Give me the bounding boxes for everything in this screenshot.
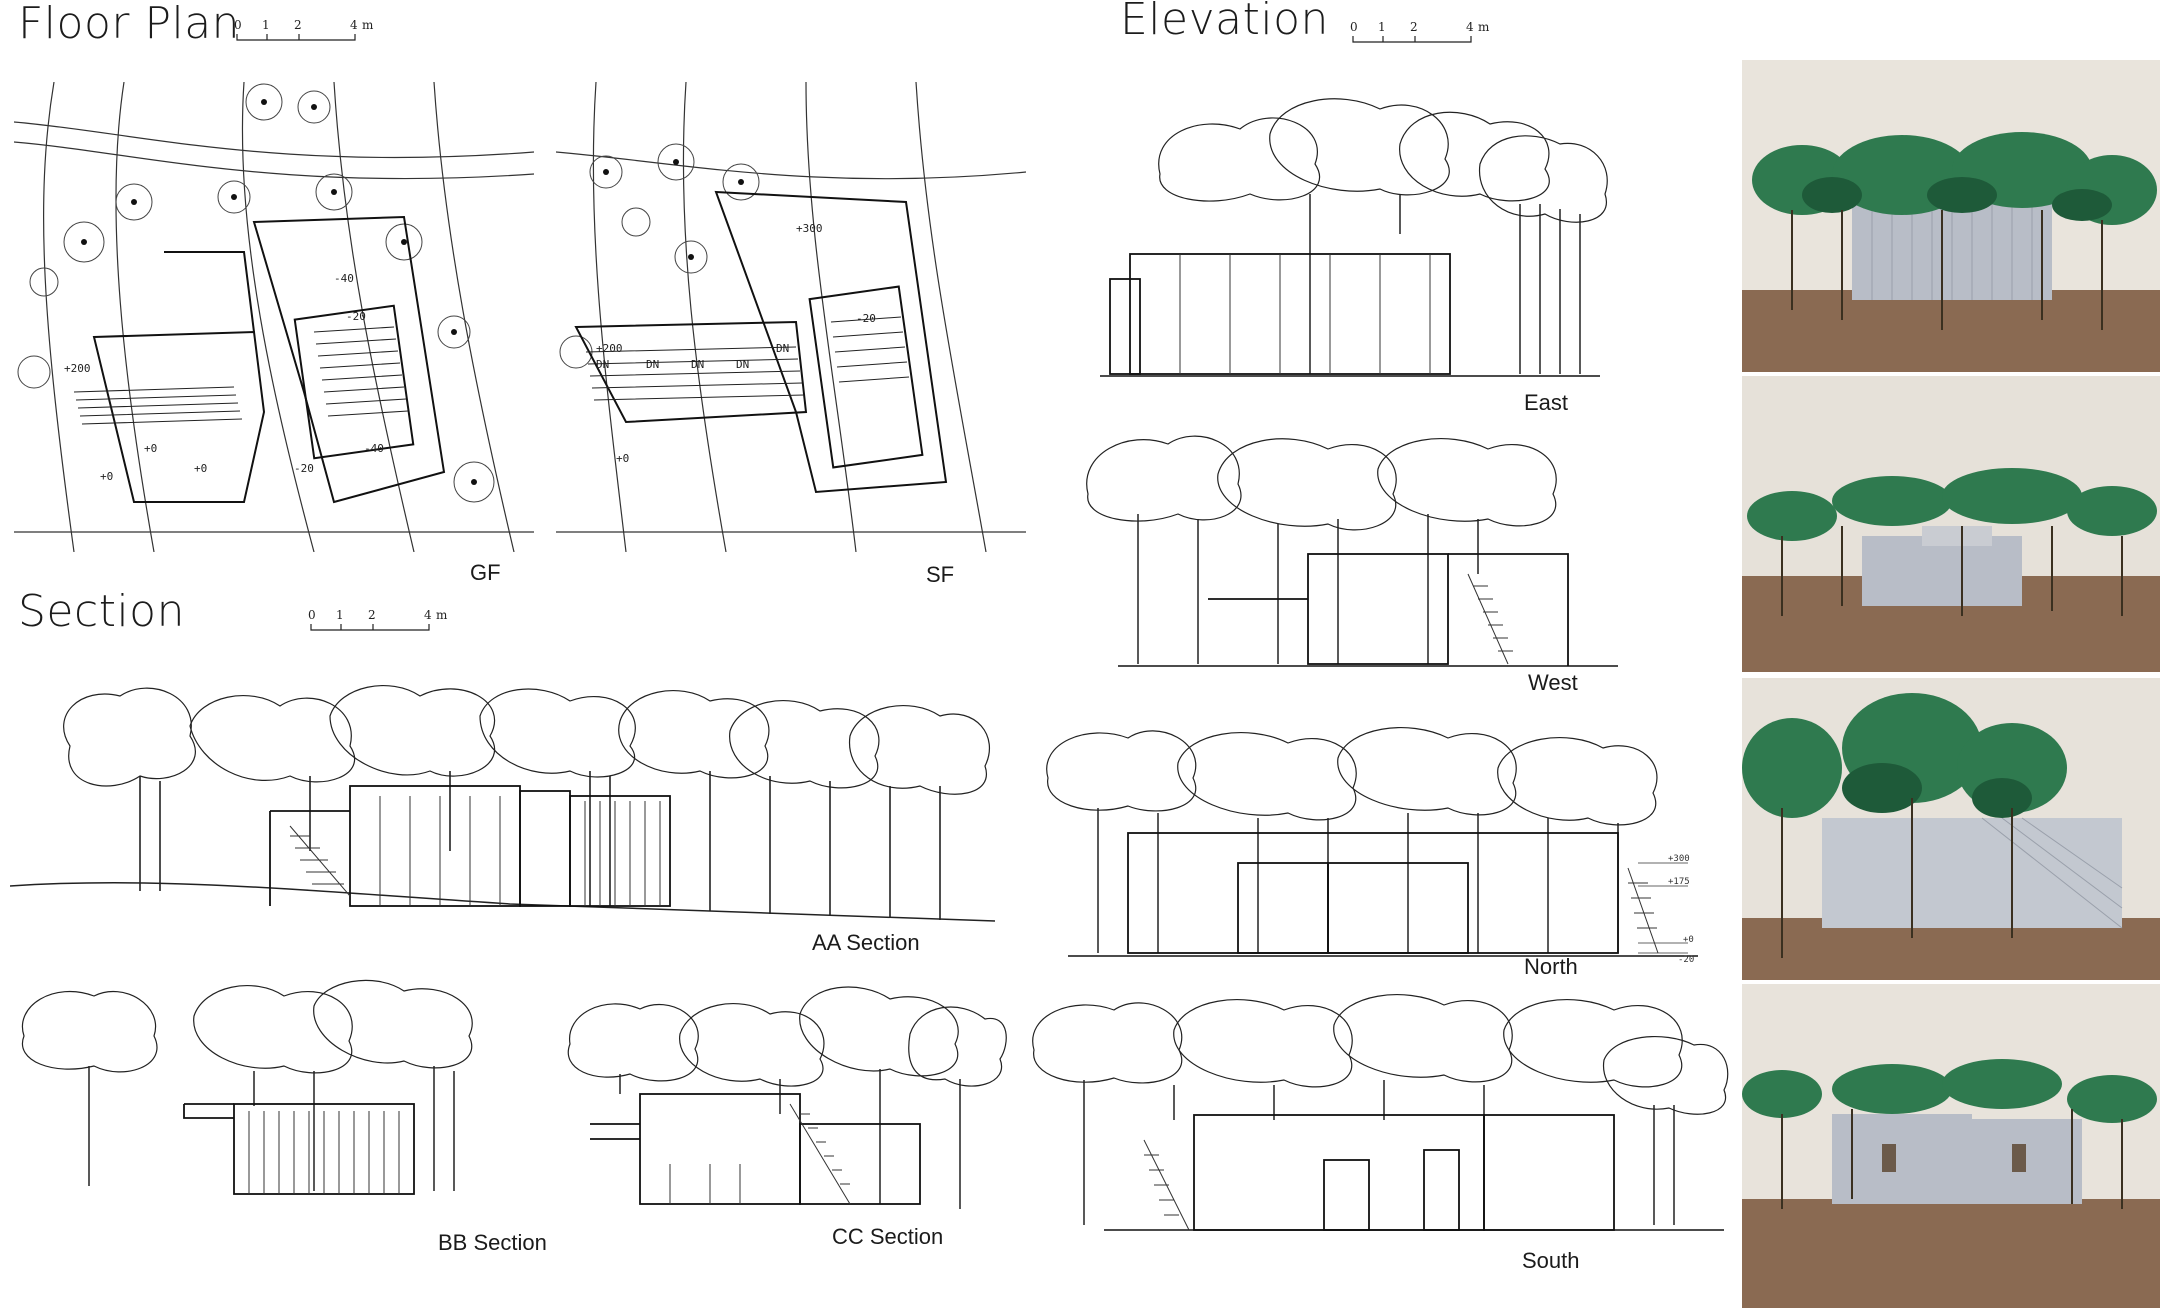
plan-level-label: +200 <box>596 342 623 355</box>
scale-tick-0: 0 <box>234 18 242 32</box>
plan-level-label: DN <box>691 358 704 371</box>
scale-tick-1: 1 <box>336 608 344 622</box>
plan-level-label: +0 <box>144 442 157 455</box>
south-elevation-caption: South <box>1522 1248 1580 1273</box>
scale-unit: m <box>1478 20 1490 34</box>
west-elevation-drawing <box>1086 435 1618 667</box>
scale-tick-4: 4 <box>424 608 432 622</box>
south-elevation-drawing <box>1032 994 1729 1231</box>
scale-bar-plan: 0 1 2 4 m <box>234 18 374 48</box>
floor-plan-title: Floor Plan <box>18 0 241 49</box>
plan-level-label: +300 <box>796 222 823 235</box>
second-floor-plan: +300 +200 -20 +0 DN DN DN DN DN <box>556 82 1026 552</box>
scale-tick-0: 0 <box>308 608 316 622</box>
model-photo-east <box>1742 60 2160 372</box>
scale-unit: m <box>362 18 374 32</box>
plan-level-label: -20 <box>294 462 314 475</box>
scale-tick-4: 4 <box>1466 20 1474 34</box>
scale-tick-0: 0 <box>1350 20 1358 34</box>
scale-bar-section: 0 1 2 4 m <box>308 608 448 638</box>
gf-caption: GF <box>470 560 501 585</box>
scale-tick-2: 2 <box>1410 20 1418 34</box>
cc-section-drawing <box>567 986 1007 1209</box>
scale-tick-4: 4 <box>350 18 358 32</box>
plan-level-label: -20 <box>856 312 876 325</box>
plan-level-label: +200 <box>64 362 91 375</box>
scale-tick-1: 1 <box>262 18 270 32</box>
elevation-level-label: +0 <box>1683 935 1694 945</box>
east-elevation-drawing <box>1100 98 1608 377</box>
east-elevation-caption: East <box>1524 390 1569 415</box>
west-elevation-caption: West <box>1528 670 1578 695</box>
model-photo-south <box>1742 984 2160 1308</box>
plan-level-label: -40 <box>364 442 384 455</box>
aa-section-caption: AA Section <box>812 930 920 955</box>
plan-level-label: DN <box>646 358 659 371</box>
plan-level-label: +0 <box>194 462 207 475</box>
plan-level-label: -20 <box>346 310 366 323</box>
plan-level-label: DN <box>736 358 749 371</box>
north-elevation-caption: North <box>1524 954 1578 979</box>
aa-section-drawing <box>10 685 996 922</box>
model-photo-west <box>1742 376 2160 672</box>
scale-unit: m <box>436 608 448 622</box>
plan-level-label: +0 <box>616 452 629 465</box>
model-photo-north <box>1742 678 2160 980</box>
scale-tick-1: 1 <box>1378 20 1386 34</box>
cc-section-caption: CC Section <box>832 1224 944 1249</box>
elevation-level-label: +175 <box>1668 877 1690 887</box>
sf-caption: SF <box>926 562 955 587</box>
bb-section-drawing <box>21 979 473 1195</box>
elevation-level-label: +300 <box>1668 854 1690 864</box>
scale-tick-2: 2 <box>294 18 302 32</box>
plan-level-label: DN <box>596 358 609 371</box>
north-elevation-drawing: +300 +175 +0 -20 <box>1046 727 1698 964</box>
plan-level-label: -40 <box>334 272 354 285</box>
plan-level-label: DN <box>776 342 789 355</box>
section-title: Section <box>18 586 185 637</box>
ground-floor-plan: -40 -20 +0 +0 +0 +200 -20 -40 <box>14 82 534 552</box>
bb-section-caption: BB Section <box>438 1230 547 1255</box>
scale-bar-elevation: 0 1 2 4 m <box>1350 20 1490 50</box>
elevation-title: Elevation <box>1120 0 1329 45</box>
plan-level-label: +0 <box>100 470 113 483</box>
elevation-level-label: -20 <box>1678 955 1694 964</box>
scale-tick-2: 2 <box>368 608 376 622</box>
